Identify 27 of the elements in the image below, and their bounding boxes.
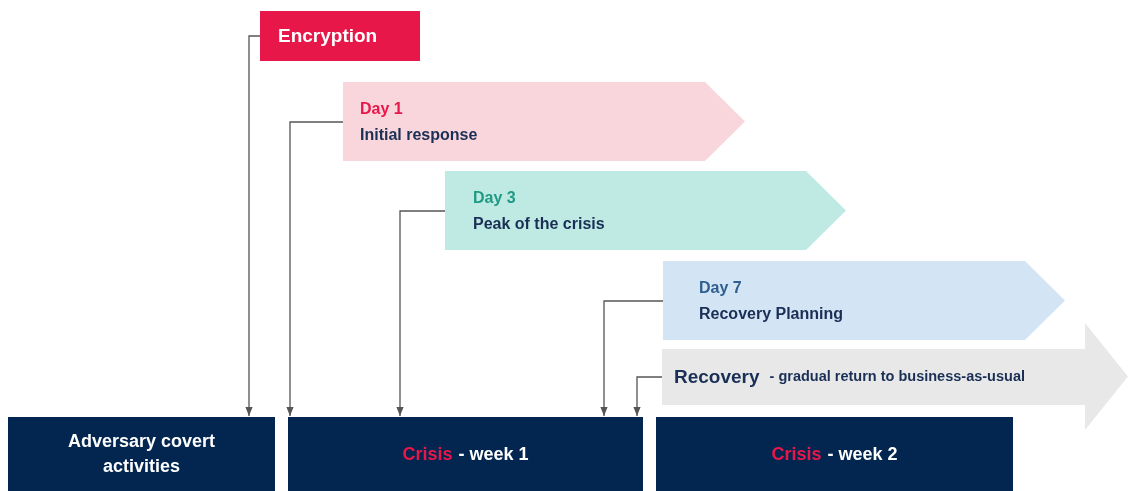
timeline-bar — [288, 417, 643, 491]
phase-title: Peak of the crisis — [473, 213, 605, 234]
connector-arrow — [600, 300, 664, 417]
timeline-bar — [656, 417, 1013, 491]
day-label: Day 7 — [699, 277, 742, 298]
phase-band — [662, 323, 1128, 430]
phase-banner — [445, 171, 846, 250]
connector-arrow — [633, 376, 663, 417]
phase-title: Recovery Planning — [699, 303, 844, 324]
phase-banner — [663, 261, 1065, 340]
phase-label: Crisis — [771, 442, 822, 466]
timeline-bar — [8, 417, 275, 491]
phase-banner — [343, 82, 745, 161]
day-label: Day 1 — [360, 98, 403, 119]
week-label: - week 1 — [458, 442, 529, 466]
connector-arrow — [396, 210, 446, 417]
day-label: Day 3 — [473, 187, 516, 208]
phase-label: Crisis — [402, 442, 453, 466]
event-label: Encryption — [278, 23, 378, 48]
event-tag — [260, 11, 420, 61]
phase-title: Recovery — [674, 364, 760, 389]
phase-description: - gradual return to business-as-usual — [769, 367, 1025, 387]
phase-title: Initial response — [360, 124, 478, 145]
connector-arrow — [286, 121, 344, 417]
bar-label: Adversary covert activities — [66, 430, 217, 478]
connector-arrow — [245, 35, 261, 417]
week-label: - week 2 — [827, 442, 898, 466]
